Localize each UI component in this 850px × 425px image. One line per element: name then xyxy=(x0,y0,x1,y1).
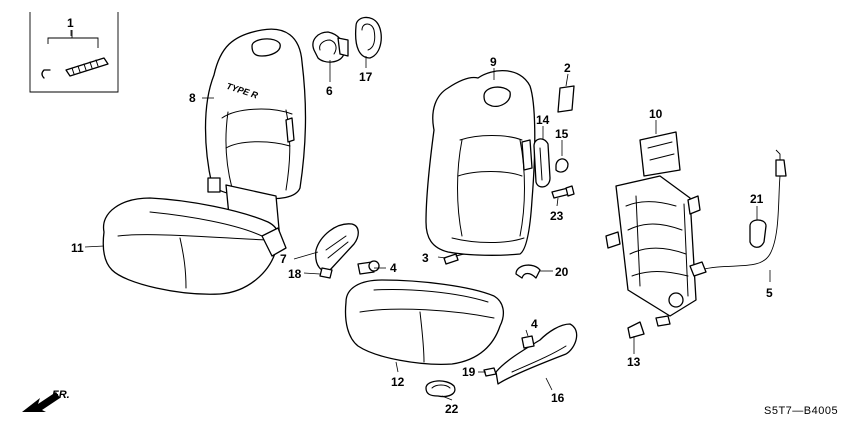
callout-14: 14 xyxy=(536,113,550,127)
callout-8: 8 xyxy=(189,91,196,105)
part-21-grommet[interactable] xyxy=(749,219,767,248)
callout-9: 9 xyxy=(490,55,497,69)
part-7-recline-cover[interactable] xyxy=(315,223,359,272)
part-5-cable[interactable] xyxy=(689,149,787,277)
callout-4-upper: 4 xyxy=(390,261,397,275)
callout-18: 18 xyxy=(288,267,302,281)
part-22-cable-clamp[interactable] xyxy=(425,380,456,398)
part-14-bolster-trim[interactable] xyxy=(533,138,551,188)
callout-5: 5 xyxy=(766,286,773,300)
callout-labels: 1 2 3 4 4 5 6 7 8 9 10 11 12 13 14 15 16… xyxy=(67,16,773,416)
callout-7: 7 xyxy=(280,252,287,266)
callout-19: 19 xyxy=(462,365,476,379)
callout-12: 12 xyxy=(391,375,405,389)
part-10-seat-frame[interactable] xyxy=(605,131,701,327)
callout-23: 23 xyxy=(550,209,564,223)
part-9-seat-back-cover[interactable] xyxy=(425,69,536,256)
part-3-clip[interactable] xyxy=(443,253,465,265)
part-15-cap[interactable] xyxy=(555,158,569,173)
callout-3: 3 xyxy=(422,251,429,265)
callout-1: 1 xyxy=(67,16,74,30)
part-13-lever-handle[interactable] xyxy=(627,321,645,339)
callout-15: 15 xyxy=(555,127,569,141)
part-11-seat-cushion[interactable] xyxy=(102,197,287,295)
callout-21: 21 xyxy=(750,192,764,206)
part-18-clip[interactable] xyxy=(319,267,333,279)
callout-10: 10 xyxy=(649,107,663,121)
callout-4-lower: 4 xyxy=(531,317,538,331)
part-23-screw[interactable] xyxy=(551,185,575,199)
callout-2: 2 xyxy=(564,61,571,75)
front-direction-arrow: FR. xyxy=(22,389,70,412)
part-20-hook[interactable] xyxy=(515,264,541,279)
callout-16: 16 xyxy=(551,391,565,405)
part-17-headrest-guide[interactable] xyxy=(354,16,382,59)
part-19-clip[interactable] xyxy=(483,367,497,377)
leader-lines xyxy=(70,30,771,401)
callout-6: 6 xyxy=(326,84,333,98)
part-6-headrest-guide[interactable] xyxy=(312,31,349,63)
part-16-side-cover[interactable] xyxy=(495,323,578,385)
callout-17: 17 xyxy=(359,70,373,84)
callout-13: 13 xyxy=(627,355,641,369)
front-direction-label: FR. xyxy=(52,389,70,401)
part-4-bolt-upper[interactable] xyxy=(357,260,380,275)
part-4-bolt-lower[interactable] xyxy=(521,335,535,349)
callout-20: 20 xyxy=(555,265,569,279)
callout-22: 22 xyxy=(445,402,459,416)
part-1-clip-kit[interactable] xyxy=(29,12,119,93)
callout-11: 11 xyxy=(71,241,84,255)
part-12-cushion-cover[interactable] xyxy=(344,279,505,365)
part-2-trim[interactable] xyxy=(557,85,575,113)
diagram-code: S5T7—B4005 xyxy=(764,405,838,417)
